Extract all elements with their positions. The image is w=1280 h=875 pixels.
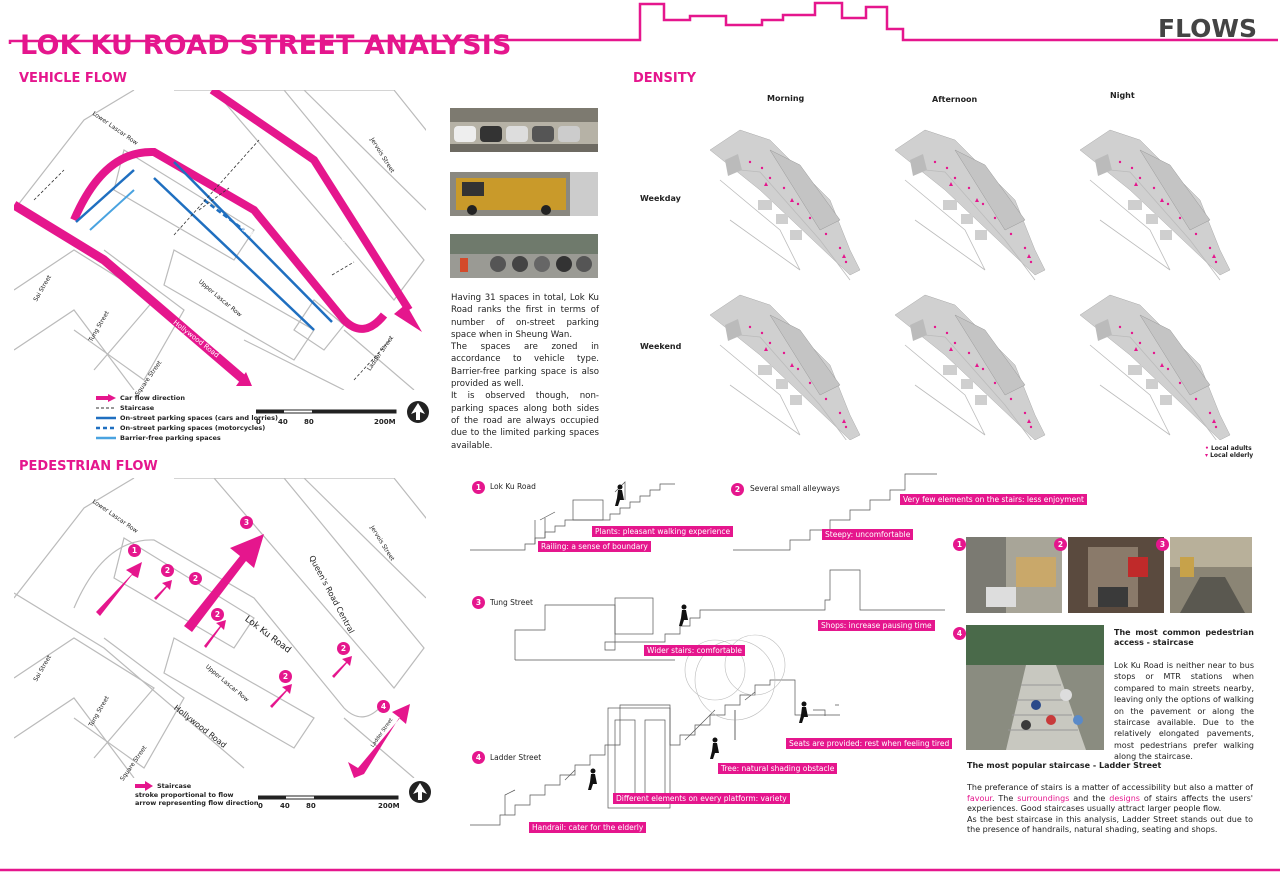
badge-2: 2 — [161, 564, 174, 577]
vehicle-text: Having 31 spaces in total, Lok Ku Road r… — [451, 293, 599, 451]
vehicle-map — [14, 90, 426, 390]
photo-1 — [966, 537, 1062, 613]
badge-3: 3 — [240, 516, 253, 529]
vehicle-flow-heading: VEHICLE FLOW — [19, 71, 127, 86]
pedestrian-map — [14, 478, 426, 778]
section-3-badge: 3 — [472, 596, 485, 609]
tag-seats: Seats are provided: rest when feeling ti… — [786, 738, 953, 749]
section-tag: FLOWS — [1158, 14, 1257, 43]
density-heading: DENSITY — [633, 71, 697, 86]
photo-badge-4: 4 — [953, 627, 966, 640]
col-afternoon: Afternoon — [932, 95, 978, 104]
col-night: Night — [1110, 91, 1135, 100]
photo-4 — [966, 625, 1104, 750]
pedestrian-legend: Staircase stroke proportional to flow ar… — [135, 781, 259, 807]
tag-shops: Shops: increase pausing time — [818, 620, 935, 631]
tag-variety: Different elements on every platform: va… — [613, 793, 790, 804]
stair-heading2: The most popular staircase - Ladder Stre… — [967, 761, 1162, 770]
photo-badge-2: 2 — [1054, 538, 1067, 551]
photo-2 — [1068, 537, 1164, 613]
density-legend: • Local adults ▾ Local elderly — [1205, 445, 1254, 459]
tag-tree: Tree: natural shading obstacle — [718, 763, 838, 774]
photo-parked-cars — [450, 108, 598, 152]
tag-plants: Plants: pleasant walking experience — [592, 526, 734, 537]
north-arrow-icon — [407, 401, 429, 423]
row-weekend: Weekend — [640, 342, 682, 351]
badge-4: 4 — [377, 700, 390, 713]
section-1-badge: 1 — [472, 481, 485, 494]
vehicle-legend: Car flow direction Staircase On-street p… — [96, 393, 278, 443]
tag-railing: Railing: a sense of boundary — [538, 541, 651, 552]
section-2-title: Several small alleyways — [750, 484, 840, 493]
section-1-title: Lok Ku Road — [490, 482, 536, 491]
photo-motorcycles — [450, 234, 598, 278]
density-maps — [709, 129, 1231, 440]
badge-2: 2 — [189, 572, 202, 585]
section-4-badge: 4 — [472, 751, 485, 764]
section-2-badge: 2 — [731, 483, 744, 496]
tag-wider-stairs: Wider stairs: comfortable — [644, 645, 745, 656]
page-title: LOK KU ROAD STREET ANALYSIS — [20, 30, 512, 61]
stair-para2: The preferance of stairs is a matter of … — [967, 783, 1254, 834]
photo-badge-1: 1 — [953, 538, 966, 551]
badge-2: 2 — [279, 670, 292, 683]
section-3-title: Tung Street — [490, 598, 533, 607]
scale-labels: 0 40 80 200M — [256, 418, 396, 426]
tag-steepy: Steepy: uncomfortable — [822, 529, 914, 540]
scale-labels: 0 40 80 200M — [258, 802, 400, 810]
tag-few-elements: Very few elements on the stairs: less en… — [900, 494, 1087, 505]
badge-2: 2 — [337, 642, 350, 655]
photo-3 — [1170, 537, 1252, 613]
col-morning: Morning — [767, 94, 805, 103]
tag-handrail: Handrail: cater for the elderly — [529, 822, 647, 833]
badge-1: 1 — [128, 544, 141, 557]
stair-heading: The most common pedestrian access - stai… — [1114, 628, 1254, 647]
photo-lorry — [450, 172, 598, 216]
row-weekday: Weekday — [640, 194, 681, 203]
section-4-title: Ladder Street — [490, 753, 542, 762]
photo-badge-3: 3 — [1156, 538, 1169, 551]
scale-bar — [258, 795, 399, 800]
pedestrian-flow-heading: PEDESTRIAN FLOW — [19, 459, 158, 474]
badge-2: 2 — [211, 608, 224, 621]
scale-bar — [256, 409, 397, 414]
stair-para1: Lok Ku Road is neither near to bus stops… — [1114, 661, 1254, 762]
north-arrow-icon — [409, 781, 431, 803]
